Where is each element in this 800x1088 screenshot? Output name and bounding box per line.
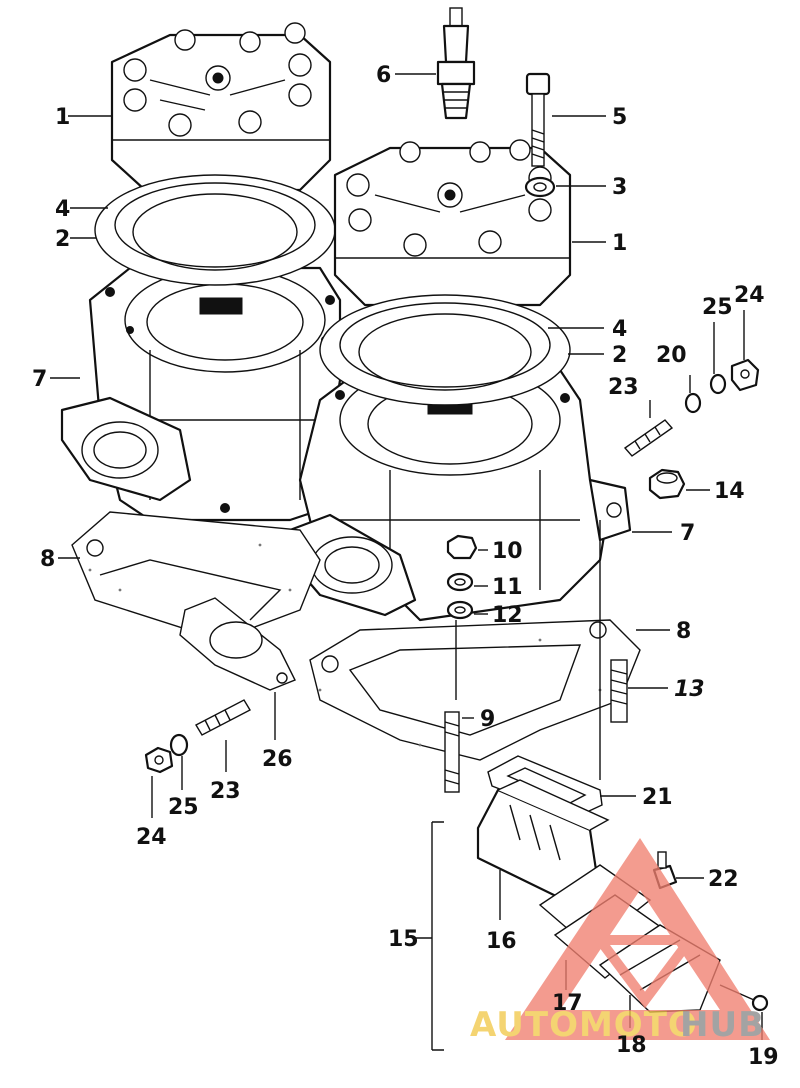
- o-ring-right: [339, 302, 551, 388]
- cylinder-head-left: [110, 22, 332, 192]
- callout-4-right: 4: [612, 317, 627, 342]
- callout-5: 5: [612, 105, 627, 130]
- callout-6: 6: [376, 63, 391, 88]
- callout-19: 19: [748, 1045, 779, 1070]
- callout-25-right: 25: [702, 295, 733, 320]
- head-gasket-left: [94, 174, 336, 286]
- callout-16: 16: [486, 929, 517, 954]
- stud-23-right: [623, 419, 674, 457]
- callout-15: 15: [388, 927, 419, 952]
- callout-13: 13: [674, 677, 705, 702]
- callout-11: 11: [492, 575, 523, 600]
- watermark: AUTOMOTO HUB: [470, 838, 770, 1045]
- stud-13: [610, 659, 628, 723]
- callout-1-left: 1: [55, 105, 70, 130]
- base-gasket-right: [309, 619, 641, 761]
- callout-10: 10: [492, 539, 523, 564]
- nut-14: [648, 468, 686, 500]
- callout-7-left: 7: [32, 367, 47, 392]
- watermark-text-hub: HUB: [680, 1005, 765, 1045]
- callout-24-right: 24: [734, 283, 765, 308]
- cylinder-head-right: [333, 139, 572, 307]
- leader-lines: [50, 73, 763, 1051]
- callout-23-right: 23: [608, 375, 639, 400]
- callout-26: 26: [262, 747, 293, 772]
- callout-2-left: 2: [55, 227, 70, 252]
- head-bolt: [525, 72, 551, 167]
- watermark-text-automoto: AUTOMOTO: [470, 1005, 698, 1045]
- stud-9: [444, 711, 460, 793]
- callout-8-right: 8: [676, 619, 691, 644]
- washer-25-right: [709, 373, 727, 395]
- callout-12: 12: [492, 603, 523, 628]
- callout-24-left: 24: [136, 825, 167, 850]
- callout-22: 22: [708, 867, 739, 892]
- callout-3: 3: [612, 175, 627, 200]
- intake-gasket: [179, 597, 296, 691]
- callout-1-right: 1: [612, 231, 627, 256]
- nut-10: [446, 534, 478, 560]
- washer-25-left: [169, 733, 189, 757]
- callout-17: 17: [552, 991, 583, 1016]
- callout-9: 9: [480, 707, 495, 732]
- callout-2-right: 2: [612, 343, 627, 368]
- washer-12: [446, 600, 474, 620]
- washer-20: [684, 392, 702, 414]
- stud-23-left: [195, 699, 251, 736]
- callout-labels: 1 1 2 2 3 4 4 5 6 7 7 8 8 9 10 11 12 13 …: [32, 63, 779, 1070]
- nut-24-left: [144, 746, 174, 774]
- head-gasket-right: [319, 294, 571, 406]
- o-ring-left: [114, 182, 316, 268]
- reed-block-16: [476, 779, 610, 900]
- nut-24-right: [730, 358, 760, 392]
- watermark-triangle-logo: [505, 838, 770, 1040]
- callout-21: 21: [642, 785, 673, 810]
- callout-8-left: 8: [40, 547, 55, 572]
- washer-3: [524, 176, 556, 198]
- callout-25-left: 25: [168, 795, 199, 820]
- callout-14: 14: [714, 479, 745, 504]
- base-gasket-left: [71, 511, 321, 641]
- spark-plug: [436, 7, 476, 120]
- washer-11: [446, 572, 474, 592]
- callout-20: 20: [656, 343, 687, 368]
- cylinder-left: [60, 266, 342, 522]
- callout-4-left: 4: [55, 197, 70, 222]
- callout-18: 18: [616, 1033, 647, 1058]
- callout-23-left: 23: [210, 779, 241, 804]
- callout-7-right: 7: [680, 521, 695, 546]
